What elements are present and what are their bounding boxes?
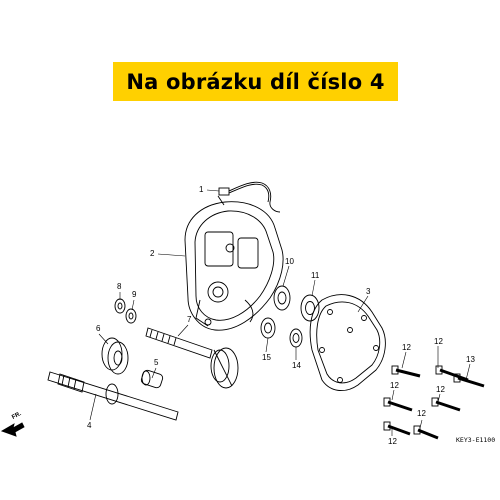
callout-5: 5 [154,358,159,367]
callout-6: 6 [96,324,101,333]
front-direction-arrow-icon [0,422,25,437]
part-6-gear [101,337,129,375]
part-12-bolt [391,365,421,378]
part-10-bearing [273,285,291,311]
diagram-reference-code: KEY3-E1100 [456,436,496,444]
callout-12-d: 12 [436,385,445,394]
callout-12-b: 12 [434,337,443,346]
callout-7: 7 [187,315,192,324]
callout-14: 14 [292,361,301,370]
part-7-gear-shaft [145,327,239,389]
part-13-bolt [453,373,485,388]
callout-11: 11 [311,271,320,280]
callout-12-f: 12 [388,437,397,446]
part-14-bearing [289,328,303,348]
callout-4: 4 [87,421,92,430]
callout-3: 3 [366,287,371,296]
callout-9: 9 [132,290,137,299]
banner-title: Na obrázku díl číslo 4 [126,69,385,94]
part-8-washer [114,298,126,314]
callout-1: 1 [199,185,204,194]
leader-lines [89,189,471,436]
callout-12-c: 12 [390,381,399,390]
title-banner: Na obrázku díl číslo 4 [113,62,398,101]
part-12-bolt [435,365,469,382]
part-3-cover-plate [309,294,386,391]
callout-15: 15 [262,353,271,362]
callout-8: 8 [117,282,122,291]
part-9-washer [125,308,137,324]
callout-10: 10 [285,257,294,266]
callout-13: 13 [466,355,475,364]
part-12-bolt [383,397,413,412]
part-11-bearing [300,294,320,322]
part-12-bolt [431,397,461,412]
part-5-small-gear [140,369,164,389]
part-1-sensor-cable [217,181,281,213]
callout-12-a: 12 [402,343,411,352]
part-4-main-shaft [47,371,179,421]
callout-12-e: 12 [417,409,426,418]
part-2-housing [184,201,284,331]
part-15-bearing [260,317,276,339]
part-12-bolt [413,425,439,440]
part-12-bolt [383,421,411,436]
callout-2: 2 [150,249,155,258]
